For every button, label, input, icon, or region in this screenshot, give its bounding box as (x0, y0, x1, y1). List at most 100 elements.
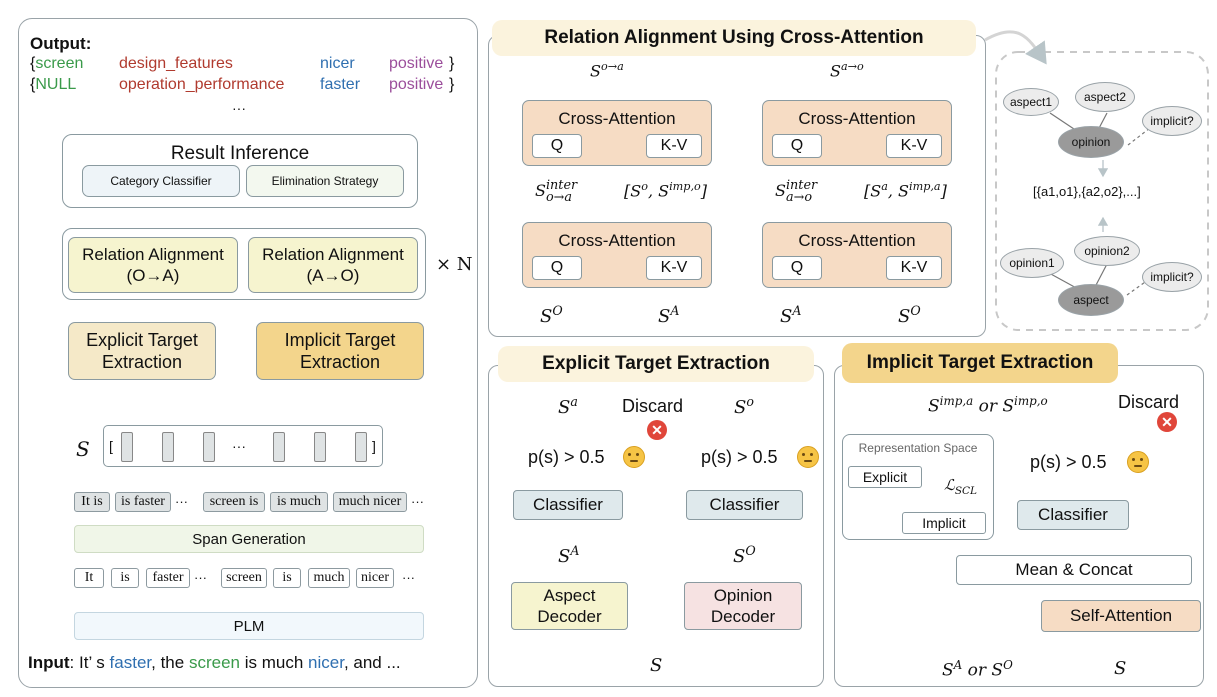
bracket-close: ] (372, 438, 376, 454)
input-token: It (74, 568, 104, 588)
kv-box: K-V (646, 256, 702, 280)
implicit-classifier: Classifier (1017, 500, 1129, 530)
kv-box: K-V (886, 134, 942, 158)
self-attention-box: Self-Attention (1041, 600, 1201, 632)
elimination-strategy-box: Elimination Strategy (246, 165, 404, 197)
span-representation-box (103, 425, 383, 467)
kv-box: K-V (646, 134, 702, 158)
kv-input-left: [So, Simp,o] (624, 180, 707, 201)
input-sentence: Input: It’ s faster, the screen is much … (28, 653, 401, 672)
explicit-box: Explicit (848, 466, 922, 488)
span-vector (355, 432, 367, 462)
discard-label: Discard (1118, 392, 1180, 412)
plm-box: PLM (74, 612, 424, 640)
output-opinion: nicer (320, 55, 355, 72)
input-token: is (111, 568, 139, 588)
aspect-span-label: SA (558, 543, 580, 567)
opinion-classifier: Classifier (686, 490, 803, 520)
thinking-emoji-icon (1127, 451, 1149, 473)
graph-node-center: opinion (1058, 126, 1124, 158)
discard-icon: ✕ (1157, 412, 1177, 432)
output-sentiment: positive (389, 55, 444, 72)
implicit-panel-title: Implicit Target Extraction (842, 343, 1118, 383)
span-token: screen is (203, 492, 265, 512)
bracket-open: [ (109, 438, 113, 454)
ellipsis: ··· (175, 494, 188, 509)
q-box: Q (532, 256, 582, 280)
q-box: Q (772, 256, 822, 280)
span-generation-box: Span Generation (74, 525, 424, 553)
output-row-2: {NULL operation_performance faster posit… (30, 76, 455, 93)
ellipsis: ··· (232, 100, 246, 116)
graph-node-center: aspect (1058, 284, 1124, 316)
q-box: Q (532, 134, 582, 158)
kv-input-right: [Sa, Simp,a] (864, 180, 947, 201)
graph-node: opinion1 (1000, 248, 1064, 278)
span-vector (314, 432, 326, 462)
discard-label: Discard (622, 396, 684, 416)
explicit-panel-title: Explicit Target Extraction (498, 346, 814, 382)
kv-box: K-V (886, 256, 942, 280)
span-token: is much (270, 492, 328, 512)
graph-node: opinion2 (1074, 236, 1140, 266)
ellipsis: ··· (411, 494, 424, 509)
discard-icon: ✕ (647, 420, 667, 440)
span-matrix-label: S (76, 437, 90, 461)
explicit-input-s: S (650, 655, 663, 676)
relation-oa-box: Relation Alignment (O→A) (68, 237, 238, 293)
implicit-extraction-box: Implicit Target Extraction (256, 322, 424, 380)
span-token: much nicer (333, 492, 407, 512)
input-kv-left: SA (658, 303, 680, 327)
relation-ao-box: Relation Alignment (A→O) (248, 237, 418, 293)
times-n-label: × N (436, 254, 473, 275)
thinking-emoji-icon (623, 446, 645, 468)
output-category: design_features (119, 55, 233, 72)
span-vector (203, 432, 215, 462)
q-box: Q (772, 134, 822, 158)
opinion-decoder: Opinion Decoder (684, 582, 802, 630)
representation-space-label: Representation Space (858, 441, 978, 455)
implicit-output: Simp,a or Simp,o (928, 394, 1048, 417)
threshold-implicit: p(s) > 0.5 (1030, 452, 1107, 472)
span-token: It is (74, 492, 110, 512)
relation-output-left: So→a (590, 60, 624, 81)
input-token: is (273, 568, 301, 588)
input-q-left: SO (540, 303, 563, 327)
thinking-emoji-icon (797, 446, 819, 468)
aspect-classifier: Classifier (513, 490, 623, 520)
threshold-aspect: p(s) > 0.5 (528, 447, 605, 467)
implicit-input-right: S (1114, 658, 1127, 679)
span-vector (162, 432, 174, 462)
ellipsis: ··· (194, 570, 207, 585)
ellipsis: ··· (402, 570, 415, 585)
explicit-output-aspect: Sa (558, 394, 578, 418)
input-token: much (308, 568, 350, 588)
input-kv-right: SO (898, 303, 921, 327)
mean-concat-box: Mean & Concat (956, 555, 1192, 585)
aspect-decoder: Aspect Decoder (511, 582, 628, 630)
input-token: nicer (356, 568, 394, 588)
graph-node: implicit? (1142, 106, 1202, 136)
input-q-right: SA (780, 303, 802, 327)
output-category: operation_performance (119, 76, 285, 93)
output-aspect: NULL (35, 76, 77, 93)
graph-node: aspect2 (1075, 82, 1135, 112)
pairs-label: [{a1,o1},{a2,o2},...] (1033, 184, 1141, 199)
span-token: is faster (115, 492, 171, 512)
output-row-1: {screen design_features nicer positive} (30, 55, 455, 72)
opinion-span-label: SO (733, 543, 756, 567)
span-vector (273, 432, 285, 462)
graph-node: aspect1 (1003, 88, 1059, 116)
input-token: faster (146, 568, 190, 588)
result-inference-label: Result Inference (170, 143, 310, 164)
implicit-input-left: SA or SO (942, 658, 1013, 681)
relation-panel-title: Relation Alignment Using Cross-Attention (492, 20, 976, 56)
implicit-box: Implicit (902, 512, 986, 534)
scl-loss-label: ℒSCL (944, 476, 978, 497)
explicit-extraction-box: Explicit Target Extraction (68, 322, 216, 380)
explicit-output-opinion: So (734, 394, 754, 418)
threshold-opinion: p(s) > 0.5 (701, 447, 778, 467)
output-label: Output: (30, 34, 92, 53)
